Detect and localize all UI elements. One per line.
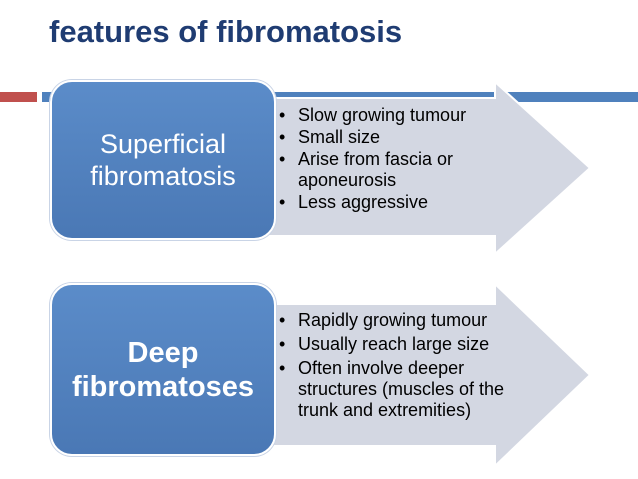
bullet-item: Often involve deeper structures (muscles…: [279, 358, 519, 421]
deep-bullet-list: Rapidly growing tumour Usually reach lar…: [279, 310, 519, 424]
superficial-heading-box: Superficial fibromatosis: [50, 80, 276, 240]
bullet-item: Small size: [279, 127, 519, 148]
accent-bar-red: [0, 92, 37, 102]
bullet-item: Arise from fascia or aponeurosis: [279, 149, 519, 191]
slide-title: features of fibromatosis: [49, 14, 403, 49]
bullet-item: Rapidly growing tumour: [279, 310, 519, 331]
superficial-heading: Superficial fibromatosis: [90, 129, 236, 191]
superficial-bullet-list: Slow growing tumour Small size Arise fro…: [279, 105, 519, 214]
bullet-item: Usually reach large size: [279, 334, 519, 355]
bullet-item: Slow growing tumour: [279, 105, 519, 126]
deep-heading-box: Deep fibromatoses: [50, 283, 276, 456]
bullet-item: Less aggressive: [279, 192, 519, 213]
deep-heading: Deep fibromatoses: [71, 336, 255, 403]
